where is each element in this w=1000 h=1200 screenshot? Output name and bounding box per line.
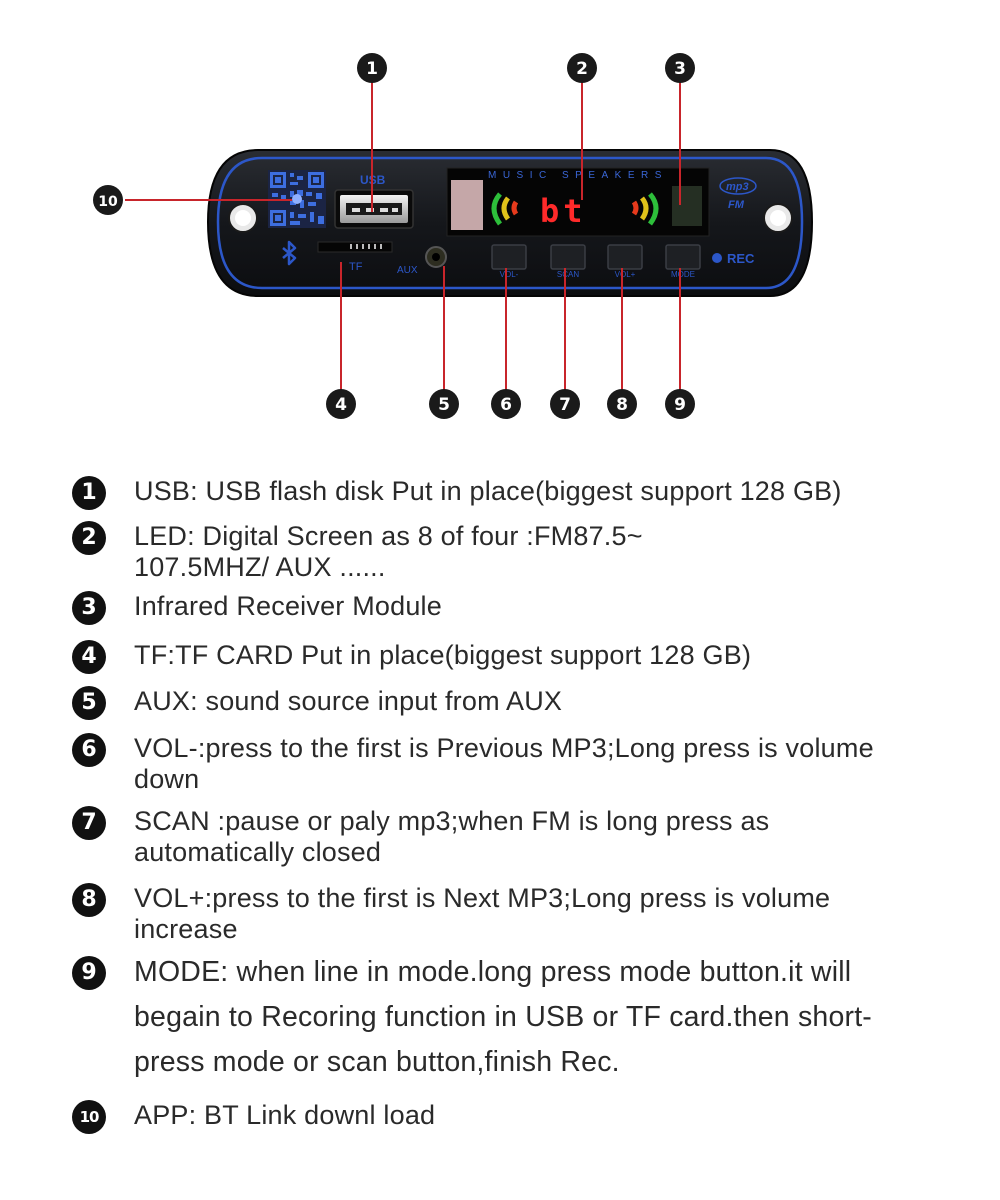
display-readout: bt	[540, 192, 587, 230]
callout-number: 5	[438, 395, 450, 415]
button-label: MODE	[671, 270, 695, 279]
button-label: VOL-	[500, 270, 519, 279]
aux-label: AUX	[397, 265, 418, 276]
button-mode[interactable]: MODE	[665, 244, 701, 279]
callout-number: 6	[500, 395, 512, 415]
module-diagram: USB TF AUX MUSIC SPEAKERS bt mp3 FM VOL-…	[93, 53, 814, 419]
mp3-logo-ring	[719, 177, 757, 195]
tf-card-slot[interactable]	[317, 241, 393, 253]
callout-number: 10	[98, 194, 118, 210]
legend-list: 1 USB: USB flash disk Put in place(bigge…	[0, 460, 1000, 1200]
callout-2: 2	[567, 53, 597, 83]
music-speakers-label: MUSIC SPEAKERS	[488, 170, 668, 181]
callout-4: 4	[326, 389, 356, 419]
callout-10: 10	[93, 185, 123, 215]
rec-indicator	[712, 253, 722, 263]
legend-badge-10: 10	[72, 1100, 106, 1134]
usb-port[interactable]	[334, 189, 414, 229]
fm-logo: FM	[728, 199, 745, 211]
button-label: VOL+	[615, 270, 636, 279]
callout-5: 5	[429, 389, 459, 419]
callout-number: 2	[576, 59, 588, 79]
callout-6: 6	[491, 389, 521, 419]
legend-text-8: VOL+:press to the first is Next MP3;Long…	[134, 883, 831, 944]
callout-7: 7	[550, 389, 580, 419]
legend-badge-7: 7	[72, 806, 106, 840]
legend-badge-2: 2	[72, 521, 106, 555]
legend-badge-5: 5	[72, 686, 106, 720]
callout-3: 3	[665, 53, 695, 83]
legend-badge-9: 9	[72, 956, 106, 990]
button-volminus[interactable]: VOL-	[491, 244, 527, 279]
legend-text-5: AUX: sound source input from AUX	[134, 686, 563, 716]
tf-label: TF	[349, 261, 363, 273]
callout-number: 4	[335, 395, 347, 415]
legend-text-3: Infrared Receiver Module	[134, 591, 442, 621]
legend-text-1: USB: USB flash disk Put in place(biggest…	[134, 476, 842, 506]
callout-number: 1	[366, 59, 378, 79]
legend-badge-6: 6	[72, 733, 106, 767]
legend-text-10: APP: BT Link downl load	[134, 1100, 436, 1130]
legend-badge-3: 3	[72, 591, 106, 625]
legend-text-4: TF:TF CARD Put in place(biggest support …	[134, 640, 752, 670]
panel-blue-outline	[216, 156, 804, 290]
callout-number: 9	[674, 395, 686, 415]
callout-number: 7	[559, 395, 571, 415]
callout-number: 3	[674, 59, 686, 79]
legend-text-9: MODE: when line in mode.long press mode …	[134, 956, 872, 1078]
legend-text-6: VOL-:press to the first is Previous MP3;…	[134, 733, 874, 794]
legend-badge-4: 4	[72, 640, 106, 674]
bluetooth-icon	[282, 240, 297, 266]
callout-number: 8	[616, 395, 628, 415]
legend-text-7: SCAN :pause or paly mp3;when FM is long …	[134, 806, 770, 867]
aux-jack[interactable]	[425, 246, 447, 268]
rec-label: REC	[727, 251, 755, 266]
button-volplus[interactable]: VOL+	[607, 244, 643, 279]
callout-1: 1	[357, 53, 387, 83]
legend-badge-1: 1	[72, 476, 106, 510]
mp3-logo: mp3	[726, 181, 749, 193]
legend-text-2: LED: Digital Screen as 8 of four :FM87.5…	[134, 521, 643, 582]
led-display: MUSIC SPEAKERS bt	[446, 167, 710, 237]
mounting-hole-left	[228, 203, 258, 233]
button-label: SCAN	[557, 270, 579, 279]
callout-9: 9	[665, 389, 695, 419]
mounting-hole-right	[763, 203, 793, 233]
leader-lines	[125, 80, 681, 392]
callout-8: 8	[607, 389, 637, 419]
legend-badge-8: 8	[72, 883, 106, 917]
button-scan[interactable]: SCAN	[550, 244, 586, 279]
